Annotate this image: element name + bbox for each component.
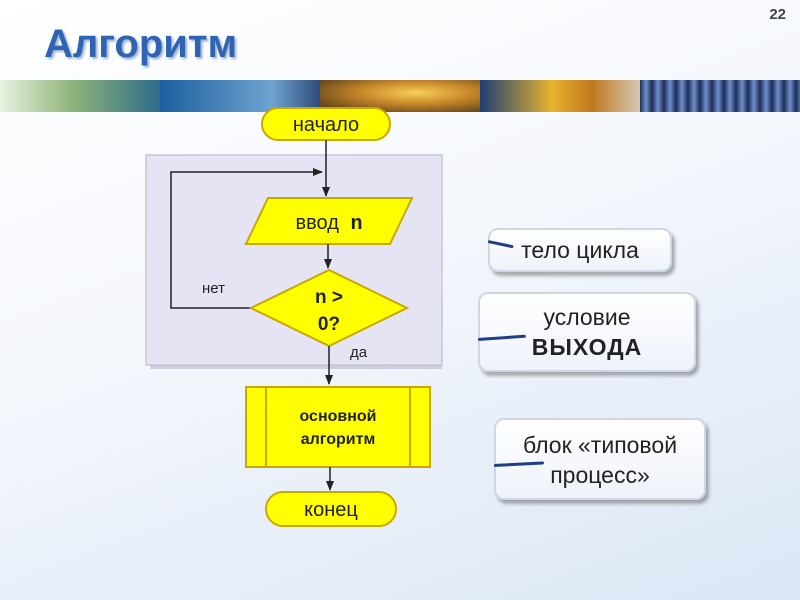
process-block — [245, 386, 431, 468]
callout-pointer — [487, 240, 514, 249]
header-banner — [0, 80, 800, 112]
end-label: конец — [304, 499, 358, 521]
condition-line2: 0? — [318, 314, 340, 335]
callout-exit-condition: условие ВЫХОДА — [477, 292, 696, 372]
callout-typical-line2: процесс» — [550, 462, 650, 488]
input-label: ввод n — [296, 212, 363, 236]
process-line1: основной — [299, 408, 376, 425]
callout-exit-line2: ВЫХОДА — [531, 334, 643, 360]
callout-loop-body-text: тело цикла — [521, 237, 639, 263]
callout-exit-line1: условие — [543, 304, 631, 330]
callout-loop-body: тело цикла — [487, 228, 672, 272]
start-label: начало — [293, 114, 359, 136]
condition-line1: n > — [315, 287, 343, 308]
slide-title: Алгоритм — [44, 22, 238, 66]
callout-typical-line1: блок «типовой — [522, 432, 678, 458]
branch-yes-label: да — [350, 344, 368, 361]
end-terminal — [265, 491, 397, 527]
callout-typical-process: блок «типовой процесс» — [493, 418, 706, 500]
loop-panel — [145, 154, 443, 366]
input-block — [244, 197, 414, 245]
process-line2: алгоритм — [301, 431, 376, 448]
banner-image-segment — [0, 80, 160, 112]
banner-image-segment — [320, 80, 480, 112]
banner-image-segment — [480, 80, 640, 112]
loop-back-arrow — [170, 168, 323, 309]
branch-no-label: нет — [202, 280, 225, 297]
banner-image-segment — [160, 80, 320, 112]
slide-number: 22 — [769, 6, 786, 23]
banner-image-segment — [640, 80, 800, 112]
